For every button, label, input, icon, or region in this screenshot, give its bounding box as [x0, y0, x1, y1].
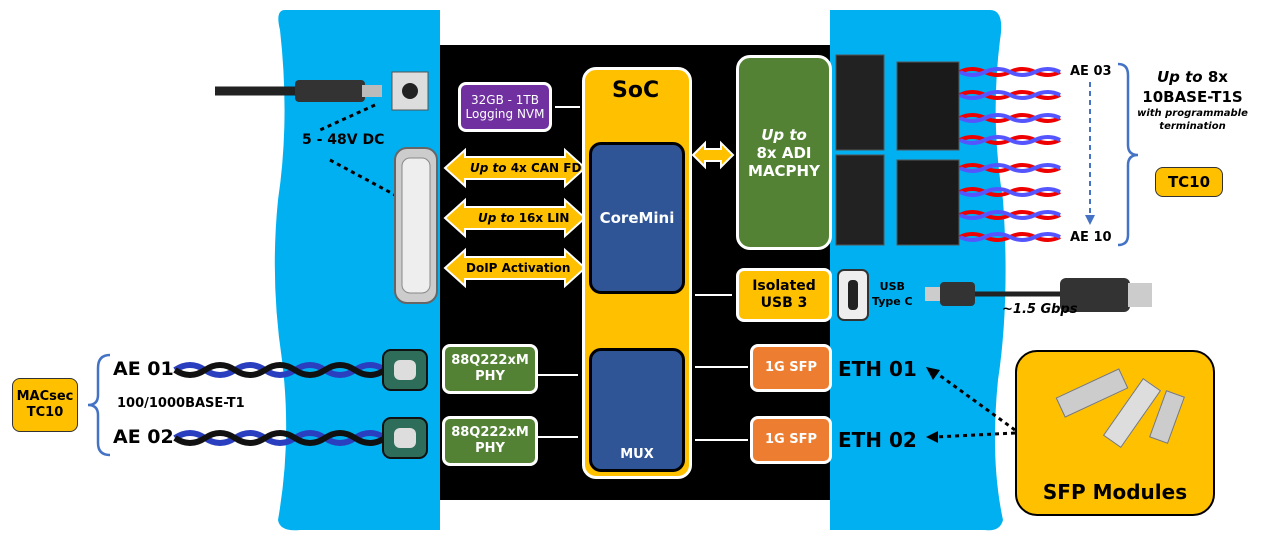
coremini: CoreMini — [589, 142, 685, 294]
power-label: 5 - 48V DC — [302, 132, 385, 148]
t1s-description: Up to 8x 10BASE-T1S with programmable te… — [1137, 68, 1248, 132]
ae03-label: AE 03 — [1070, 64, 1112, 79]
sfp-modules-label: SFP Modules — [1042, 480, 1188, 504]
power-plug — [295, 80, 365, 102]
lin-label: Up to 16x LIN — [478, 211, 570, 225]
sfp-port-2: 1G SFP — [750, 416, 832, 464]
right-brace — [1117, 62, 1139, 247]
eth02-label: ETH 02 — [838, 428, 917, 452]
can-fd-label: Up to 4x CAN FD — [470, 161, 582, 175]
left-panel — [274, 10, 440, 531]
ae02-label: AE 02 — [113, 426, 174, 448]
tc10-badge: TC10 — [1155, 167, 1223, 197]
t1-standard-label: 100/1000BASE-T1 — [117, 396, 245, 411]
ae10-label: AE 10 — [1070, 230, 1112, 245]
soc-title: SoC — [612, 78, 660, 103]
doip-label: DoIP Activation — [466, 261, 571, 275]
soc-macphy-arrow — [691, 140, 735, 170]
eth01-label: ETH 01 — [838, 357, 917, 381]
t1s-connectors — [835, 54, 960, 246]
mux: MUX — [589, 348, 685, 472]
sfp-modules: SFP Modules — [1015, 350, 1215, 516]
sfp-port-1: 1G SFP — [750, 344, 832, 392]
left-brace — [87, 353, 111, 457]
sfp-module-picture — [1047, 368, 1187, 452]
ae01-label: AE 01 — [113, 358, 174, 380]
usb-speed: ~1.5 Gbps — [1002, 302, 1078, 317]
